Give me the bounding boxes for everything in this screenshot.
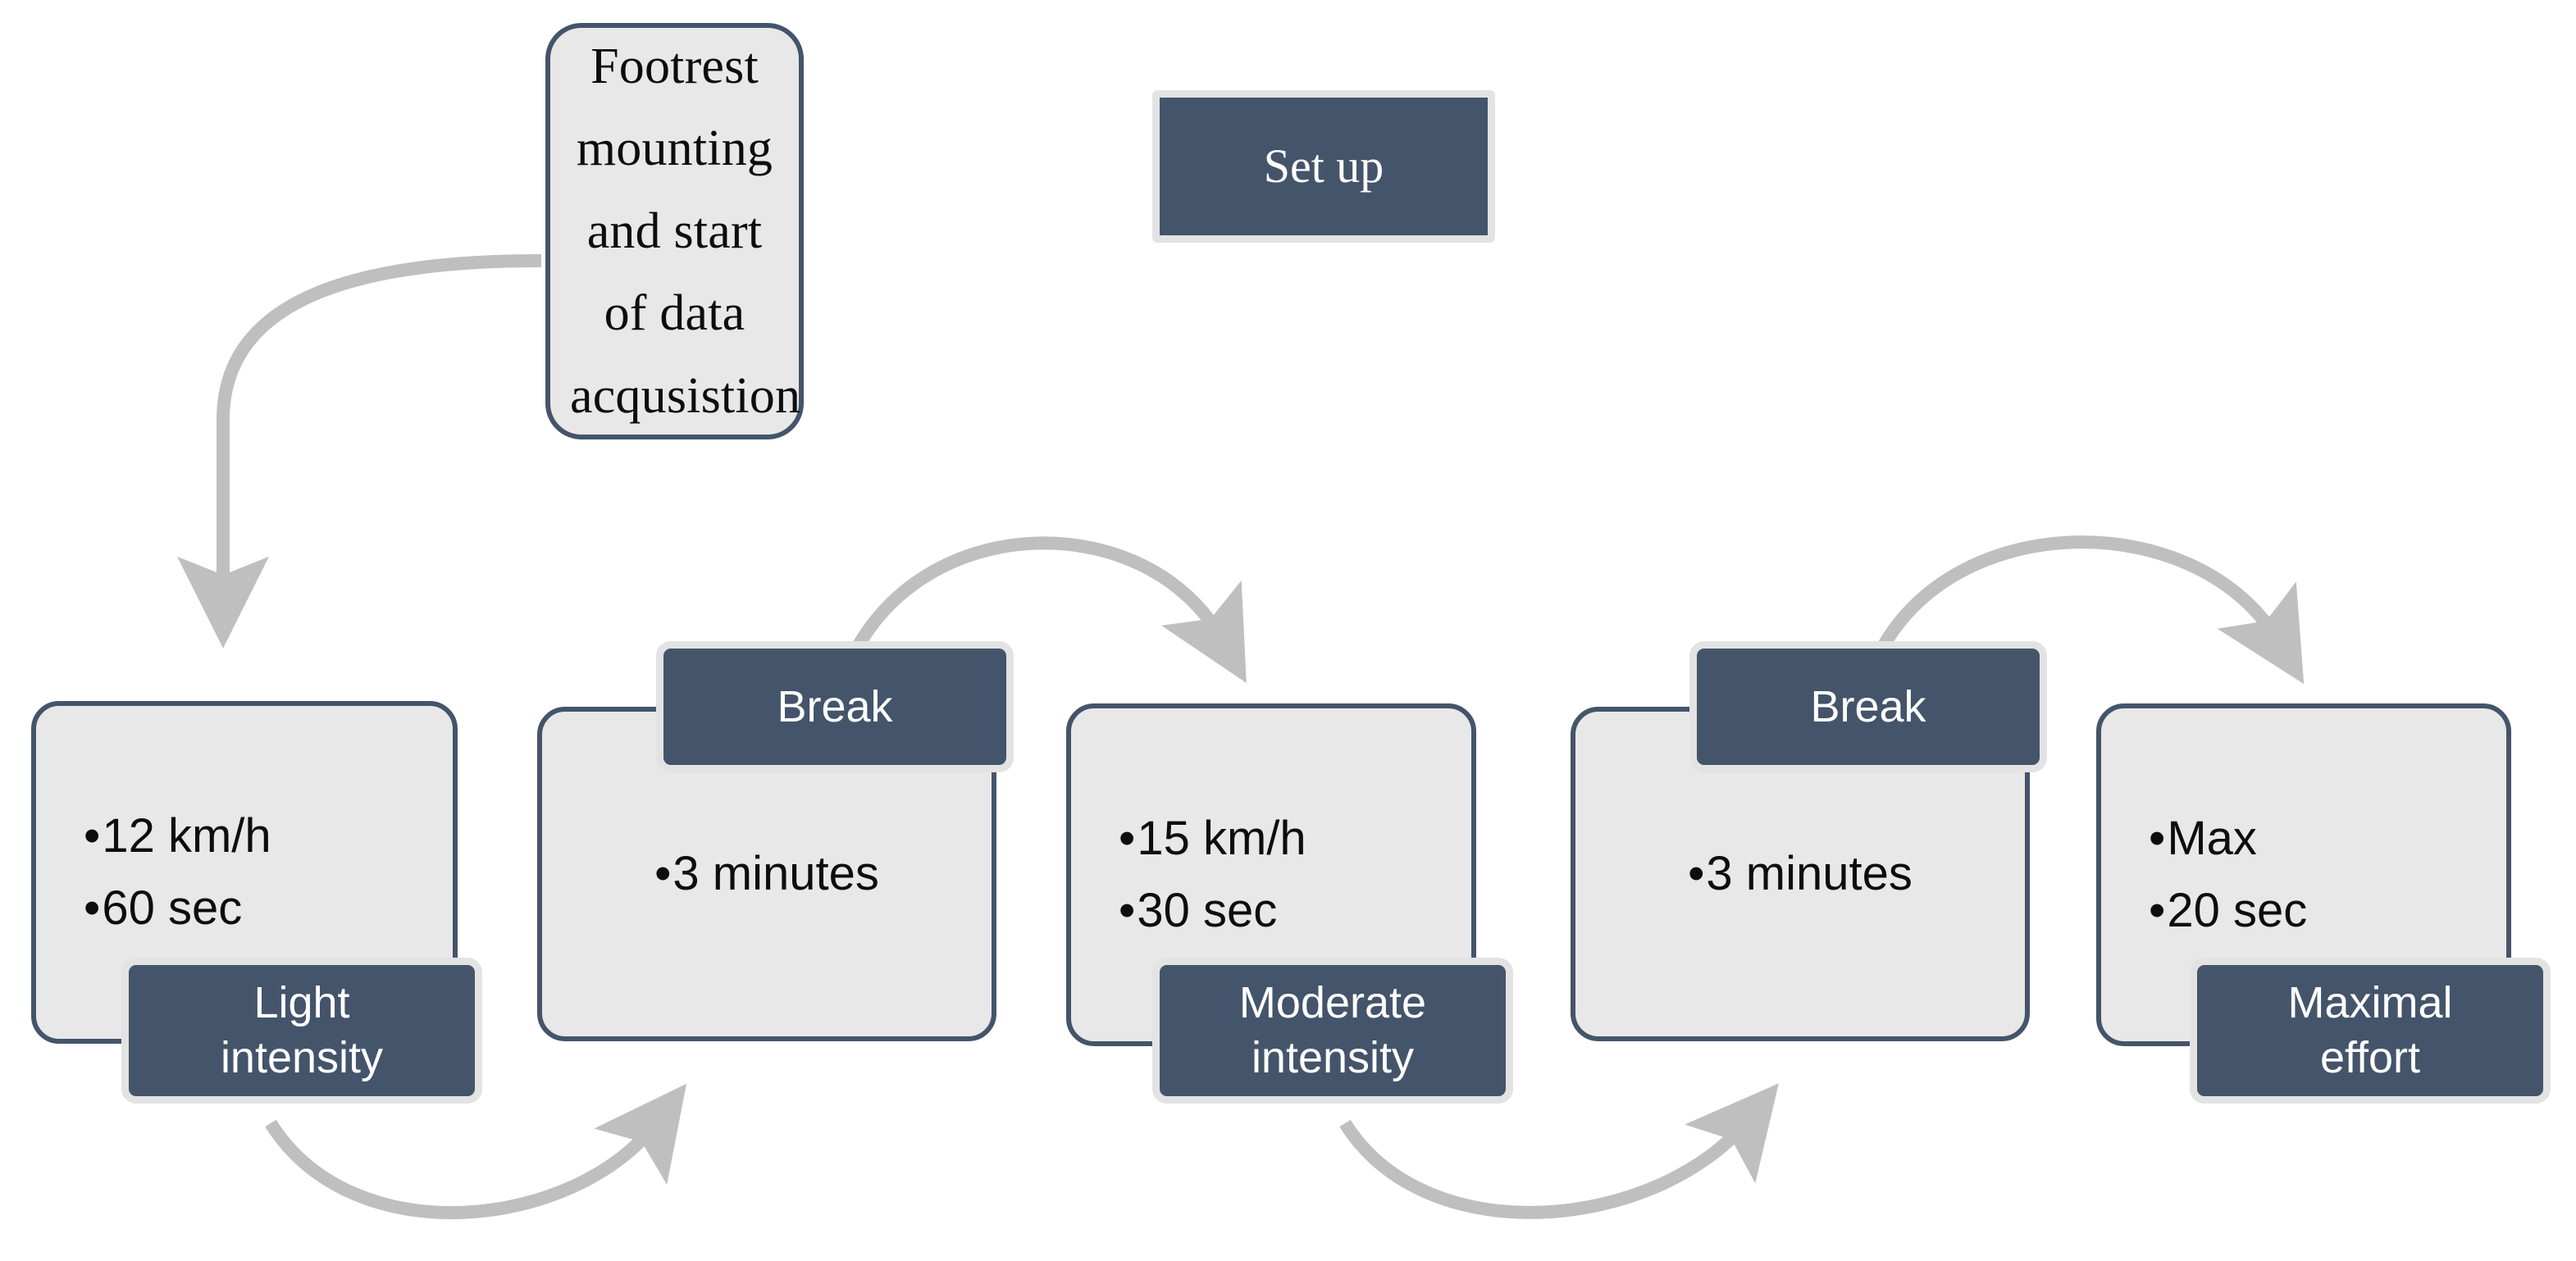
- badge-moderate-intensity-line2: intensity: [1251, 1033, 1415, 1082]
- badge-maximal-effort[interactable]: Maximal effort: [2190, 958, 2551, 1104]
- arrow-light-to-break1: [265, 1083, 687, 1220]
- badge-setup[interactable]: Set up: [1152, 90, 1495, 243]
- list-item: 60 sec: [84, 872, 453, 945]
- arrow-break1-to-moderate: [846, 536, 1247, 683]
- badge-setup-label: Set up: [1263, 139, 1384, 193]
- card-setup[interactable]: Footrest mounting and start of data acqu…: [545, 23, 804, 439]
- list-item: 3 minutes: [1575, 838, 2025, 910]
- arrow-moderate-to-break2: [1339, 1083, 1779, 1219]
- list-item: 20 sec: [2149, 875, 2506, 947]
- setup-body-text: Footrest mounting and start of data acqu…: [570, 38, 801, 424]
- badge-light-intensity-line1: Light: [253, 978, 350, 1028]
- badge-maximal-effort-line2: effort: [2319, 1033, 2421, 1082]
- badge-moderate-intensity-line1: Moderate: [1238, 978, 1427, 1028]
- badge-break-1[interactable]: Break: [656, 641, 1014, 772]
- badge-break-2-label: Break: [1810, 681, 1926, 731]
- light-intensity-bullets: 12 km/h 60 sec: [36, 800, 453, 945]
- list-item: 3 minutes: [542, 838, 992, 910]
- badge-break-1-label: Break: [777, 681, 893, 731]
- break-1-bullets: 3 minutes: [542, 838, 992, 910]
- moderate-intensity-bullets: 15 km/h 30 sec: [1071, 803, 1471, 947]
- arrow-setup-to-light: [177, 254, 542, 649]
- list-item: 15 km/h: [1119, 803, 1471, 875]
- list-item: Max: [2149, 803, 2506, 875]
- badge-break-2[interactable]: Break: [1689, 641, 2047, 772]
- badge-moderate-intensity[interactable]: Moderate intensity: [1152, 958, 1513, 1104]
- maximal-effort-bullets: Max 20 sec: [2101, 803, 2506, 947]
- break-2-bullets: 3 minutes: [1575, 838, 2025, 910]
- list-item: 30 sec: [1119, 875, 1471, 947]
- list-item: 12 km/h: [84, 800, 453, 872]
- card-break-2[interactable]: 3 minutes: [1571, 707, 2030, 1041]
- badge-light-intensity-line2: intensity: [220, 1033, 384, 1082]
- card-light-intensity[interactable]: 12 km/h 60 sec: [31, 701, 458, 1044]
- arrow-break2-to-maximal: [1872, 535, 2305, 685]
- badge-light-intensity[interactable]: Light intensity: [121, 958, 482, 1104]
- badge-maximal-effort-line1: Maximal: [2287, 978, 2453, 1028]
